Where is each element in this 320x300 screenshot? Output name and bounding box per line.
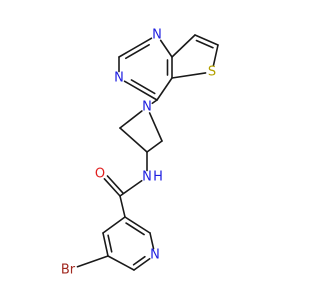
atom-label-o: O: [95, 167, 105, 182]
bond-C5p-C4p-second-line: [107, 234, 113, 253]
bond-C3p-C2p: [124, 216, 151, 234]
bond-Caz2-Naz: [148, 112, 163, 142]
atom-naz: N: [142, 100, 152, 115]
atom-label-nh: N: [142, 170, 152, 185]
atom-label-n1: N: [152, 28, 162, 43]
bond-C2p-Npy: [149, 232, 155, 250]
bond-C3az-Caz2: [146, 140, 163, 153]
atom-label-n3: N: [114, 71, 124, 86]
atom-o: O: [95, 167, 105, 182]
bond-N1-C7a: [159, 39, 173, 58]
bond-Naz-Caz1: [119, 110, 143, 129]
bond-Npy-C6p: [133, 257, 151, 271]
atom-s: S: [208, 65, 216, 80]
atom-hydrogen-nh: H: [153, 170, 163, 185]
bond-Cam-C3p: [119, 195, 126, 218]
atom-label-br: Br: [61, 263, 76, 278]
bond-C3-C2t: [194, 34, 219, 46]
bond-C4p-C3p: [102, 216, 126, 234]
bond-C6p-C5p: [107, 255, 135, 271]
bond-C2-N1: [118, 37, 153, 58]
bond-Cam-O: [103, 178, 121, 197]
bond-C4-N3-second-line: [130, 79, 156, 95]
bond-C7a-C3: [171, 34, 196, 58]
bond-Cam-O-second-line: [106, 175, 124, 194]
bond-C3a-C4: [156, 77, 173, 101]
atom-n3: N: [114, 71, 124, 86]
bond-C5p-C4p: [102, 232, 109, 257]
bond-C4-N3: [123, 80, 158, 101]
atom-br: Br: [61, 263, 76, 278]
bond-C3-C2t-second-line: [195, 39, 214, 49]
bond-C2-N1-second-line: [124, 43, 150, 60]
bond-Caz1-C3az: [119, 127, 148, 153]
atom-label-npy: N: [150, 248, 160, 263]
bond-C2t-S: [212, 44, 219, 67]
bond-C4-Naz: [151, 99, 158, 105]
bond-C3p-C2p-second-line: [125, 222, 145, 236]
atom-n1: N: [152, 28, 162, 43]
bond-S-C3a: [171, 72, 207, 79]
atom-label-s: S: [208, 65, 216, 80]
bond-C5p-Br: [76, 255, 109, 268]
atom-label-naz: N: [142, 100, 152, 115]
atom-npy: N: [150, 248, 160, 263]
bond-Npy-C6p-second-line: [132, 255, 146, 266]
bond-layer: [76, 34, 219, 271]
